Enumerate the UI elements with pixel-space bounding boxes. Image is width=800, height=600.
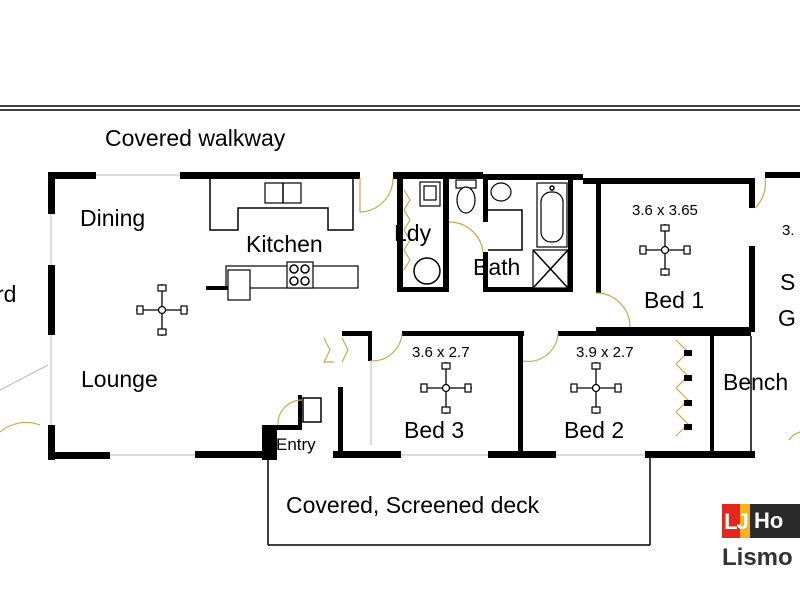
room-label-bench-partial: Bench [723,369,788,395]
room-label-laundry: Ldy [394,220,432,246]
bed1-dimension: 3.6 x 3.65 [632,202,698,219]
bed2-dimension: 3.9 x 2.7 [576,344,634,361]
windows [50,174,645,456]
room-label-kitchen: Kitchen [246,231,323,257]
room-label-right-g: G [778,305,796,331]
wet-area-fixtures [413,179,569,289]
right-partial-room [714,336,752,453]
deck-label: Covered, Screened deck [286,492,540,518]
ceiling-fan-icon [570,362,622,414]
kitchen-joinery [206,178,359,301]
logo-yellow-block [740,504,750,538]
ceiling-fan-icon [136,284,188,336]
right-dimension-partial: 3. [782,222,795,239]
deck-outline [267,458,651,546]
room-label-lounge: Lounge [81,366,158,392]
ceiling-fan-icon [639,224,691,276]
agency-logo: LJ Ho [722,504,800,538]
room-label-entry: Entry [276,435,316,454]
door-swings [0,177,800,441]
room-label-right-s: S [780,269,795,295]
ceiling-fans [136,224,691,414]
ceiling-fan-icon [420,362,472,414]
room-label-left-partial: rd [0,281,16,307]
room-label-dining: Dining [80,205,145,231]
logo-office-text: Lismo [722,544,793,571]
bed3-dimension: 3.6 x 2.7 [412,344,470,361]
wardrobe-marks [302,350,692,430]
exterior-walls [48,172,800,460]
logo-brand-text: Ho [750,504,800,538]
room-label-bath: Bath [473,254,520,280]
room-label-bed2: Bed 2 [564,417,624,443]
room-label-bed1: Bed 1 [644,287,704,313]
room-label-bed3: Bed 3 [404,417,464,443]
covered-walkway-label: Covered walkway [105,125,286,151]
logo-mark: LJ [724,509,749,534]
logo-red-block [722,504,740,538]
interior-walls [262,172,755,452]
boundary-line-left [0,364,49,391]
